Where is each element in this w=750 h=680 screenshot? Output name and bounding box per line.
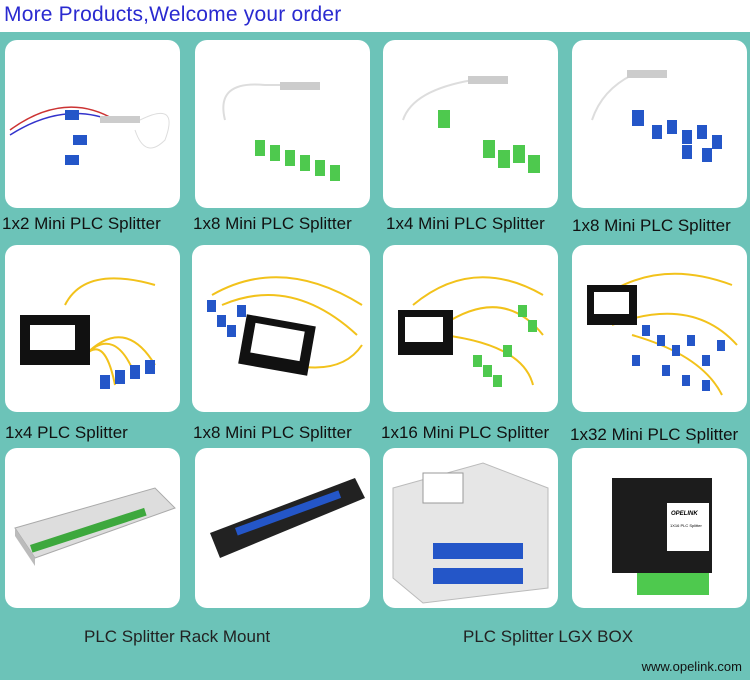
product-caption: 1x4 Mini PLC Splitter: [386, 214, 545, 233]
product-caption: 1x16 Mini PLC Splitter: [381, 423, 550, 442]
product-image: [402, 76, 540, 173]
website-link[interactable]: www.opelink.com: [641, 659, 742, 674]
product-card-1x4-mini[interactable]: [383, 40, 558, 208]
product-caption: 1x8 Mini PLC Splitter: [193, 214, 352, 233]
product-image: [222, 82, 340, 181]
product-card-1x16-abs[interactable]: [383, 245, 558, 412]
product-caption: 1x8 Mini PLC Splitter: [193, 423, 352, 442]
product-image: [392, 462, 549, 604]
product-card-lgx-2[interactable]: OPELINK 1X16 PLC Splitter: [572, 448, 747, 608]
product-card-1x2-mini[interactable]: [5, 40, 180, 208]
group-caption-lgx-box: PLC Splitter LGX BOX: [463, 627, 634, 646]
product-card-1x8-mini-2[interactable]: [572, 40, 747, 208]
product-card-1x8-mini[interactable]: [195, 40, 370, 208]
product-caption: 1x2 Mini PLC Splitter: [2, 214, 161, 233]
product-image: [14, 487, 176, 566]
product-image: [591, 70, 722, 162]
product-card-lgx-1[interactable]: [383, 448, 558, 608]
product-card-1x8-abs[interactable]: [192, 245, 370, 412]
lgx-model-label: 1X16 PLC Splitter: [670, 523, 702, 528]
product-card-1x4-abs[interactable]: [5, 245, 180, 412]
product-card-1x32-abs[interactable]: [572, 245, 747, 412]
product-image: [210, 478, 365, 558]
product-image: [20, 277, 156, 389]
product-image: [207, 276, 363, 376]
product-image: [9, 106, 170, 165]
product-caption: 1x32 Mini PLC Splitter: [570, 425, 739, 444]
product-caption: 1x4 PLC Splitter: [5, 423, 128, 442]
product-caption: 1x8 Mini PLC Splitter: [572, 216, 731, 235]
product-image: [612, 478, 712, 595]
product-card-rack-mount-1[interactable]: [5, 448, 180, 608]
product-card-rack-mount-2[interactable]: [195, 448, 370, 608]
product-image: [587, 272, 738, 396]
page-title: More Products,Welcome your order: [4, 3, 342, 26]
group-caption-rack-mount: PLC Splitter Rack Mount: [84, 627, 271, 646]
product-image: [398, 276, 544, 387]
lgx-brand-label: OPELINK: [671, 511, 698, 517]
header: More Products,Welcome your order: [0, 0, 750, 32]
